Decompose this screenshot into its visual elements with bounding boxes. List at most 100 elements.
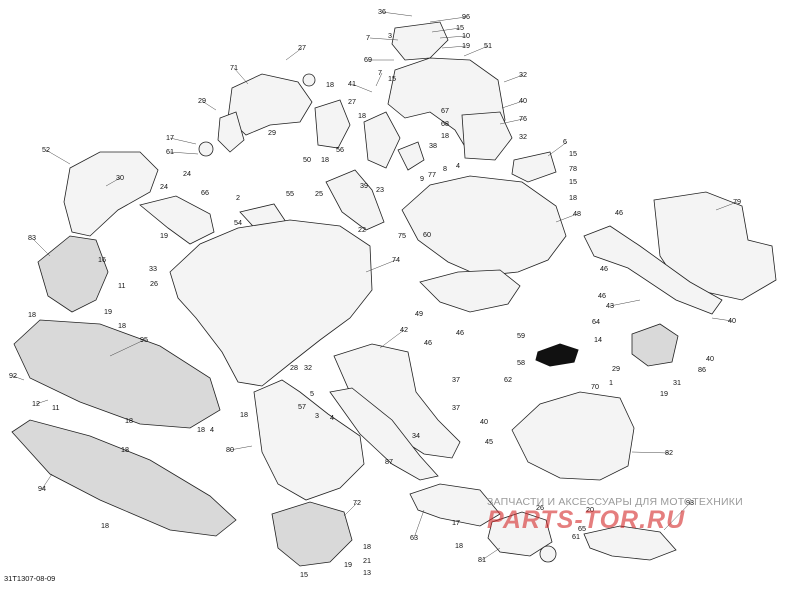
callout-c30: 50 (303, 155, 311, 164)
callout-number: 23 (376, 185, 384, 194)
part-78-cover (511, 151, 557, 183)
callout-c26: 32 (519, 132, 527, 141)
callout-number: 61 (572, 532, 580, 541)
part-61-cap-left (198, 141, 214, 157)
callout-number: 18 (121, 445, 129, 454)
part-footwell-80 (253, 379, 365, 501)
callout-c54: 48 (555, 209, 581, 223)
part-56-bracket (363, 111, 401, 169)
watermark-logo: PARTS-TOR.RU (487, 506, 686, 534)
callout-number: 39 (360, 181, 368, 190)
callout-c35: 52 (42, 145, 71, 165)
callout-number: 5 (310, 389, 314, 398)
callout-number: 7 (378, 68, 382, 77)
callout-leader-line (463, 45, 489, 57)
callout-c106: 18 (121, 445, 129, 454)
callout-number: 18 (321, 155, 329, 164)
callout-c68: 43 (606, 299, 641, 310)
callout-c74: 95 (109, 335, 148, 357)
callout-number: 18 (455, 541, 463, 550)
callout-c98: 4 (330, 413, 334, 422)
callout-c50: 18 (569, 193, 577, 202)
part-66-bar (139, 195, 215, 245)
callout-number: 54 (234, 218, 242, 227)
part-center-body-48 (401, 175, 567, 277)
callout-number: 93 (686, 498, 694, 507)
callout-number: 6 (563, 137, 567, 146)
callout-number: 41 (348, 79, 356, 88)
callout-number: 18 (125, 416, 133, 425)
callout-c126: 15 (300, 570, 308, 579)
callout-leader-line (169, 137, 197, 145)
part-63-lower (409, 483, 501, 527)
callout-number: 29 (612, 364, 620, 373)
callout-number: 34 (412, 431, 420, 440)
callout-c94: 19 (660, 389, 668, 398)
callout-leader-line (285, 47, 303, 61)
callout-c18: 18 (358, 111, 366, 120)
callout-number: 64 (592, 317, 600, 326)
callout-number: 4 (210, 425, 214, 434)
callout-number: 15 (569, 177, 577, 186)
part-front-bracket (391, 21, 449, 61)
callout-number: 26 (150, 279, 158, 288)
callout-number: 4 (456, 161, 460, 170)
callout-c44: 24 (160, 182, 168, 191)
callout-c32: 56 (336, 145, 344, 154)
callout-c82: 32 (304, 363, 312, 372)
callout-leader-line (365, 259, 397, 273)
callout-c45: 66 (201, 188, 209, 197)
callout-number: 96 (462, 12, 470, 21)
callout-c87: 70 (591, 382, 599, 391)
callout-c96: 57 (298, 402, 306, 411)
part-61-cap (539, 545, 557, 563)
callout-c118: 61 (572, 532, 580, 541)
callout-number: 43 (606, 301, 614, 310)
part-50 (314, 99, 351, 149)
callout-number: 56 (336, 145, 344, 154)
callout-c36: 4 (456, 161, 460, 170)
callout-c70: 19 (104, 307, 112, 316)
callout-number: 40 (519, 96, 527, 105)
callout-c43: 15 (569, 177, 577, 186)
part-77-grommet (397, 141, 425, 171)
callout-c66: 46 (598, 291, 606, 300)
callout-c103: 45 (485, 437, 493, 446)
callout-number: 29 (198, 96, 206, 105)
callout-leader-line (547, 141, 568, 157)
callout-leader-line (431, 27, 461, 33)
callout-c63: 26 (150, 279, 158, 288)
callout-c37: 77 (428, 170, 436, 179)
callout-leader-line (229, 445, 253, 451)
callout-c51: 79 (715, 197, 741, 211)
callout-c116: 65 (578, 524, 586, 533)
callout-c124: 18 (197, 425, 205, 434)
part-87-strip (329, 387, 439, 481)
callout-c39: 30 (105, 173, 124, 187)
callout-c10: 7 (375, 68, 383, 87)
callout-c40: 39 (360, 181, 368, 190)
callout-c80: 40 (706, 354, 714, 363)
callout-leader-line (35, 399, 49, 405)
callout-c127: 18 (101, 521, 109, 530)
callout-leader-line (41, 473, 53, 490)
callout-c119: 81 (478, 547, 501, 564)
callout-c71: 18 (118, 321, 126, 330)
callout-leader-line (711, 317, 733, 322)
callout-number: 18 (197, 425, 205, 434)
callout-c25: 29 (268, 128, 276, 137)
callout-number: 29 (268, 128, 276, 137)
callout-number: 72 (353, 498, 361, 507)
callout-c86: 58 (517, 358, 525, 367)
callout-number: 18 (101, 521, 109, 530)
callout-number: 57 (298, 402, 306, 411)
callout-c9: 27 (285, 43, 306, 61)
callout-c42: 8 (443, 164, 447, 173)
callout-c113: 26 (536, 503, 544, 512)
callout-c12: 41 (348, 79, 373, 93)
callout-number: 46 (456, 328, 464, 337)
callout-leader-line (369, 37, 399, 41)
callout-number: 92 (9, 371, 17, 380)
callout-c7: 69 (364, 55, 394, 64)
